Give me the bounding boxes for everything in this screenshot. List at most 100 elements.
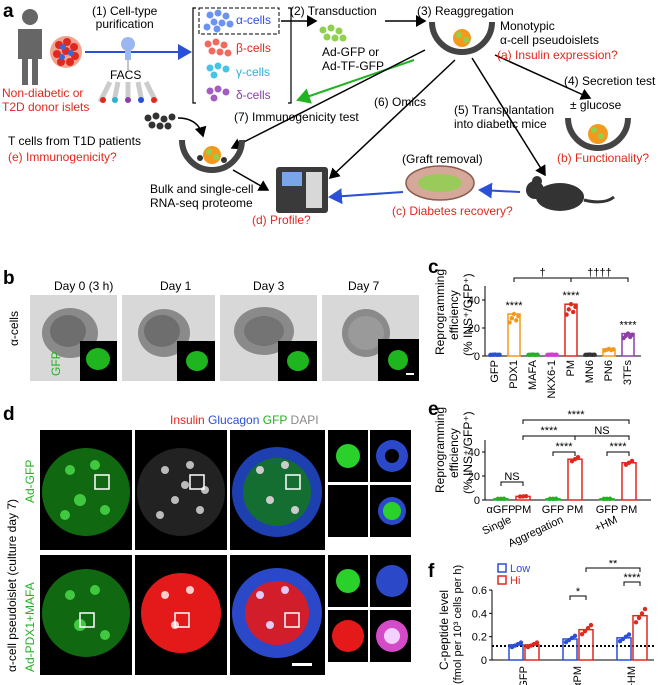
d-inset-insulin-row2 [328, 610, 368, 662]
f-bracket-pm [569, 595, 587, 600]
f-xtick-label-1: αPM [572, 666, 584, 685]
donor-person-icon [18, 9, 42, 85]
c-xtick-label-NKX6-1: NKX6-1 [546, 360, 558, 398]
c-ytick-label: 0 [474, 351, 480, 363]
day-label-0: Day 0 (3 h) [54, 279, 114, 293]
c-bracket-label: † [539, 267, 545, 279]
e-bracket [500, 481, 524, 486]
e-bracket-label: **** [609, 441, 627, 453]
pseudoislets-label: α-cell pseudoislets [500, 33, 599, 47]
d-merge-row2 [230, 555, 325, 675]
d-inset-gfp-row2 [328, 555, 368, 607]
d-inset-glucagon-row2 [370, 555, 411, 607]
panel-a-graphics [18, 7, 631, 213]
f-point-Hi [588, 622, 594, 628]
legend-gfp: GFP [262, 413, 288, 427]
row-ad-pdx1-mafa-label: Ad-PDX1+MAFA [23, 582, 37, 672]
f-legend-label-Low: Low [510, 563, 530, 575]
c-point-3TFs [630, 332, 635, 337]
c-point-PDX1 [516, 313, 521, 319]
e-group-label-0: Single [480, 514, 513, 538]
t-cells-label: T cells from T1D patients [8, 134, 141, 148]
micrograph-day1 [122, 295, 215, 381]
d-dapi-row1 [135, 430, 227, 550]
f-ylabel-1: C-peptide level [437, 589, 451, 670]
e-xtick-label-1: PM [515, 504, 532, 516]
step5-label-1: (5) Transplantation [454, 103, 555, 117]
f-point-Low [617, 638, 623, 644]
f-point-Hi [585, 625, 591, 631]
e-bracket [522, 419, 630, 424]
step7-label: (7) Immunogenicity test [234, 110, 359, 124]
gamma-cells-cluster [206, 62, 230, 79]
c-point-3TFs [625, 331, 631, 336]
e-xtick-label-3: PM [567, 504, 584, 516]
e-xtick-label-5: PM [621, 504, 638, 516]
legend-dapi: DAPI [290, 413, 319, 427]
legend-glucagon: Glucagon [208, 413, 260, 427]
e-point-1 [523, 494, 529, 499]
gfp-inset-day7 [378, 339, 419, 381]
e-ytick-label: 20 [468, 471, 480, 483]
e-bar-3 [567, 458, 583, 501]
day-label-3: Day 3 [253, 279, 285, 293]
e-group-label-1: Aggregation [506, 514, 565, 550]
delta-cells-label: δ-cells [236, 88, 271, 102]
d-gfp-row1 [40, 430, 132, 550]
e-point-5 [629, 458, 635, 464]
c-point-PM [564, 312, 569, 317]
c-point-PDX1 [514, 318, 519, 323]
question-d: (d) Profile? [252, 213, 311, 227]
panel-a-letter: a [3, 1, 14, 22]
c-sig-PDX1: **** [505, 300, 523, 312]
c-xtick-label-MAFA: MAFA [527, 359, 539, 390]
e-point-4 [607, 496, 613, 501]
e-point-2 [553, 496, 559, 501]
c-bracket-label: †††† [587, 267, 611, 279]
c-xtick-label-GFP: GFP [489, 360, 501, 383]
panel-b-letter: b [3, 268, 15, 289]
e-bracket [606, 451, 630, 456]
question-b: (b) Functionality? [557, 151, 650, 165]
f-point-Low [518, 640, 524, 645]
facs-label: FACS [110, 68, 142, 82]
panel-d-letter: d [3, 404, 15, 425]
donor-label-2: T2D donor islets [2, 100, 90, 114]
ad-gfp-label: Ad-GFP or [322, 45, 380, 59]
e-bar-5 [621, 462, 637, 501]
e-bracket-label: **** [540, 425, 558, 437]
donor-label-1: Non-diabetic or [2, 86, 84, 100]
f-point-Low [620, 636, 626, 642]
micrograph-day7 [322, 295, 419, 381]
ad-gfp-text: Ad-GFP or [322, 45, 380, 59]
e-ytick-label: 0 [474, 495, 480, 507]
c-point-PM [571, 309, 576, 315]
gfp-inset-day0 [80, 341, 117, 381]
alpha-cells-row-label: α-cells [7, 311, 21, 346]
step1-label: (1) Cell-type purification [92, 4, 158, 32]
e-point-3 [575, 454, 581, 460]
e-bracket-label: **** [567, 409, 585, 421]
f-ytick-label: 0 [481, 655, 487, 667]
f-point-Hi [633, 620, 639, 625]
bulk-label-1: Bulk and single-cell [150, 182, 254, 196]
alpha-cells-cluster [203, 9, 234, 33]
c-point-GFP [497, 352, 502, 357]
f-point-Hi [582, 628, 588, 634]
question-e: (e) Immunogenicity? [8, 150, 117, 164]
chart-f: 00.20.40.6αGFPαPMαPM+HMLowHi******* [472, 560, 656, 685]
delta-cells-cluster [206, 85, 230, 102]
f-point-Hi [579, 632, 585, 637]
f-bracket-cross [585, 567, 641, 572]
micrograph-day3 [220, 295, 317, 381]
secretion-bowl-icon [565, 117, 631, 151]
d-inset-blank-row1 [328, 485, 368, 537]
d-merge-row1 [230, 430, 325, 550]
graft-icon [405, 165, 475, 201]
day-label-1: Day 1 [160, 279, 192, 293]
f-bracket-pmhm [623, 581, 641, 586]
e-xtick-label-0: αGFP [487, 504, 516, 516]
d-inset-glucagon-row1 [370, 430, 411, 482]
